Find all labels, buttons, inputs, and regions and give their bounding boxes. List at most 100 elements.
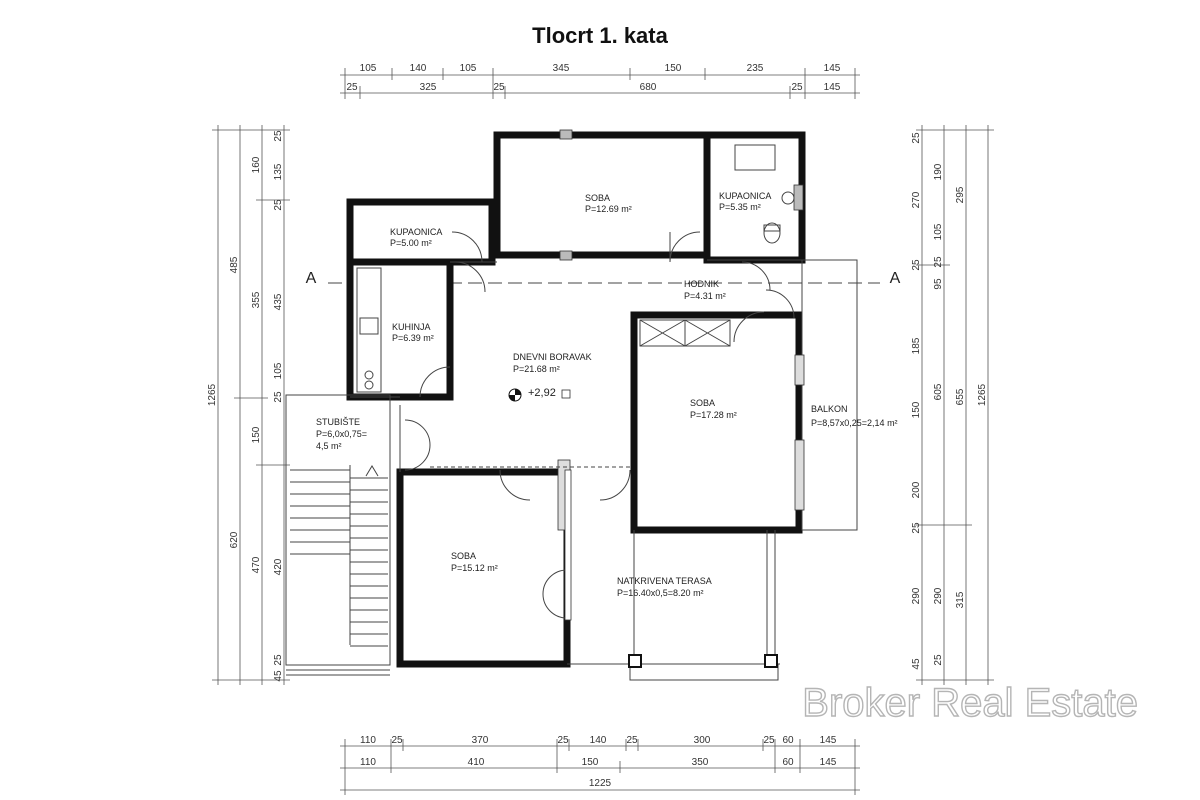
windows [430, 129, 805, 668]
dim-label: 25 [933, 654, 944, 666]
dim-label: 295 [955, 186, 966, 203]
dim-label: 25 [273, 130, 284, 142]
room-stubiste-area2: 4,5 m² [316, 441, 342, 451]
dim-label: 315 [955, 591, 966, 608]
dim-label: 45 [911, 658, 922, 670]
dim-label: 470 [251, 556, 262, 573]
left-dimensions-col2: 485 620 [229, 256, 240, 548]
dim-label: 325 [420, 82, 437, 93]
dim-label: 355 [251, 291, 262, 308]
left-dimension-lines [212, 125, 290, 685]
right-dimension-lines [916, 125, 994, 685]
room-kupaonica-right-name: KUPAONICA [719, 191, 771, 201]
room-hodnik-name: HODNIK [684, 279, 719, 289]
room-labels: SOBA P=12.69 m² KUPAONICA P=5.35 m² KUPA… [316, 191, 898, 598]
room-soba-right-name: SOBA [690, 398, 715, 408]
dim-label: 45 [273, 670, 284, 682]
dim-label: 160 [251, 156, 262, 173]
dim-label: 60 [782, 757, 794, 768]
level-marker [508, 388, 571, 402]
dim-label: 25 [933, 256, 944, 268]
dim-label: 25 [763, 735, 775, 746]
dim-label: 410 [468, 757, 485, 768]
top-dimensions-row1: 105 140 105 345 150 235 145 [360, 63, 841, 74]
room-kupaonica-left-area: P=5.00 m² [390, 238, 432, 248]
dim-label: 25 [911, 259, 922, 271]
dim-label: 140 [410, 63, 427, 74]
dim-label: 345 [553, 63, 570, 74]
dim-label: 290 [933, 587, 944, 604]
room-kupaonica-right-area: P=5.35 m² [719, 202, 761, 212]
bottom-dimensions-row2: 110 410 150 350 60 145 [360, 757, 837, 768]
room-kupaonica-left-name: KUPAONICA [390, 227, 442, 237]
dim-label: 270 [911, 191, 922, 208]
bottom-dimensions-row1: 110 25 370 25 140 25 300 25 60 145 [360, 735, 837, 746]
dim-label: 485 [229, 256, 240, 273]
plan-title: Tlocrt 1. kata [532, 23, 668, 48]
dim-label: 290 [911, 587, 922, 604]
room-soba-bottom-area: P=15.12 m² [451, 563, 498, 573]
dim-label: 25 [273, 199, 284, 211]
dim-label: 145 [824, 82, 841, 93]
top-dimension-lines [340, 68, 860, 99]
dim-label: 25 [911, 522, 922, 534]
dim-total-bottom: 1225 [589, 778, 612, 789]
dim-label: 25 [911, 132, 922, 144]
dim-label: 60 [782, 735, 794, 746]
room-kuhinja-area: P=6.39 m² [392, 333, 434, 343]
dim-label: 655 [955, 388, 966, 405]
dim-label: 110 [360, 757, 376, 768]
top-dimensions-row2: 25 325 25 680 25 145 [346, 82, 840, 93]
kitchen-counter [356, 267, 382, 393]
left-dimensions-col3: 160 355 150 470 [251, 156, 262, 573]
dim-label: 25 [346, 82, 358, 93]
staircase [290, 465, 388, 647]
room-balkon-name: BALKON [811, 404, 848, 414]
dim-label: 150 [582, 757, 599, 768]
dim-label: 25 [391, 735, 403, 746]
bottom-dimension-lines [340, 739, 860, 795]
dim-label: 95 [933, 278, 944, 290]
room-soba-right-area: P=17.28 m² [690, 410, 737, 420]
room-dnevni-boravak-area: P=21.68 m² [513, 364, 560, 374]
room-soba-top-area: P=12.69 m² [585, 204, 632, 214]
dim-label: 150 [911, 401, 922, 418]
dim-label: 25 [626, 735, 638, 746]
dim-label: 105 [460, 63, 477, 74]
room-soba-bottom-name: SOBA [451, 551, 476, 561]
room-stubiste-area1: P=6,0x0,75= [316, 429, 367, 439]
right-dimensions-col1: 25 270 25 185 150 200 25 290 45 [911, 132, 922, 670]
dim-label: 185 [911, 337, 922, 354]
dim-label: 140 [590, 735, 607, 746]
walls [346, 131, 806, 668]
dim-total-left: 1265 [207, 383, 218, 406]
dim-label: 105 [933, 223, 944, 240]
dim-label: 105 [273, 362, 284, 379]
dim-label: 25 [791, 82, 803, 93]
dim-total-right: 1265 [977, 383, 988, 406]
left-dimensions-col4: 25 135 25 435 105 25 420 25 45 [273, 130, 284, 682]
dim-label: 25 [273, 391, 284, 403]
dim-label: 620 [229, 531, 240, 548]
dim-label: 435 [273, 293, 284, 310]
dim-label: 200 [911, 481, 922, 498]
dim-label: 370 [472, 735, 489, 746]
dim-label: 150 [665, 63, 682, 74]
dim-label: 300 [694, 735, 711, 746]
dim-label: 110 [360, 735, 376, 746]
dim-label: 145 [820, 735, 837, 746]
room-soba-top-name: SOBA [585, 193, 610, 203]
dim-label: 605 [933, 383, 944, 400]
outline-lines [285, 259, 858, 681]
dim-label: 680 [640, 82, 657, 93]
section-marker-right: A [890, 270, 901, 287]
dim-label: 190 [933, 163, 944, 180]
room-balkon-area: P=8,57x0,25=2,14 m² [811, 418, 898, 428]
dim-label: 235 [747, 63, 764, 74]
wardrobe [639, 319, 731, 347]
watermark: Broker Real Estate [802, 681, 1138, 725]
room-natkrivena-terasa-area: P=16.40x0,5=8.20 m² [617, 588, 704, 598]
room-dnevni-boravak-name: DNEVNI BORAVAK [513, 352, 592, 362]
dim-label: 420 [273, 558, 284, 575]
